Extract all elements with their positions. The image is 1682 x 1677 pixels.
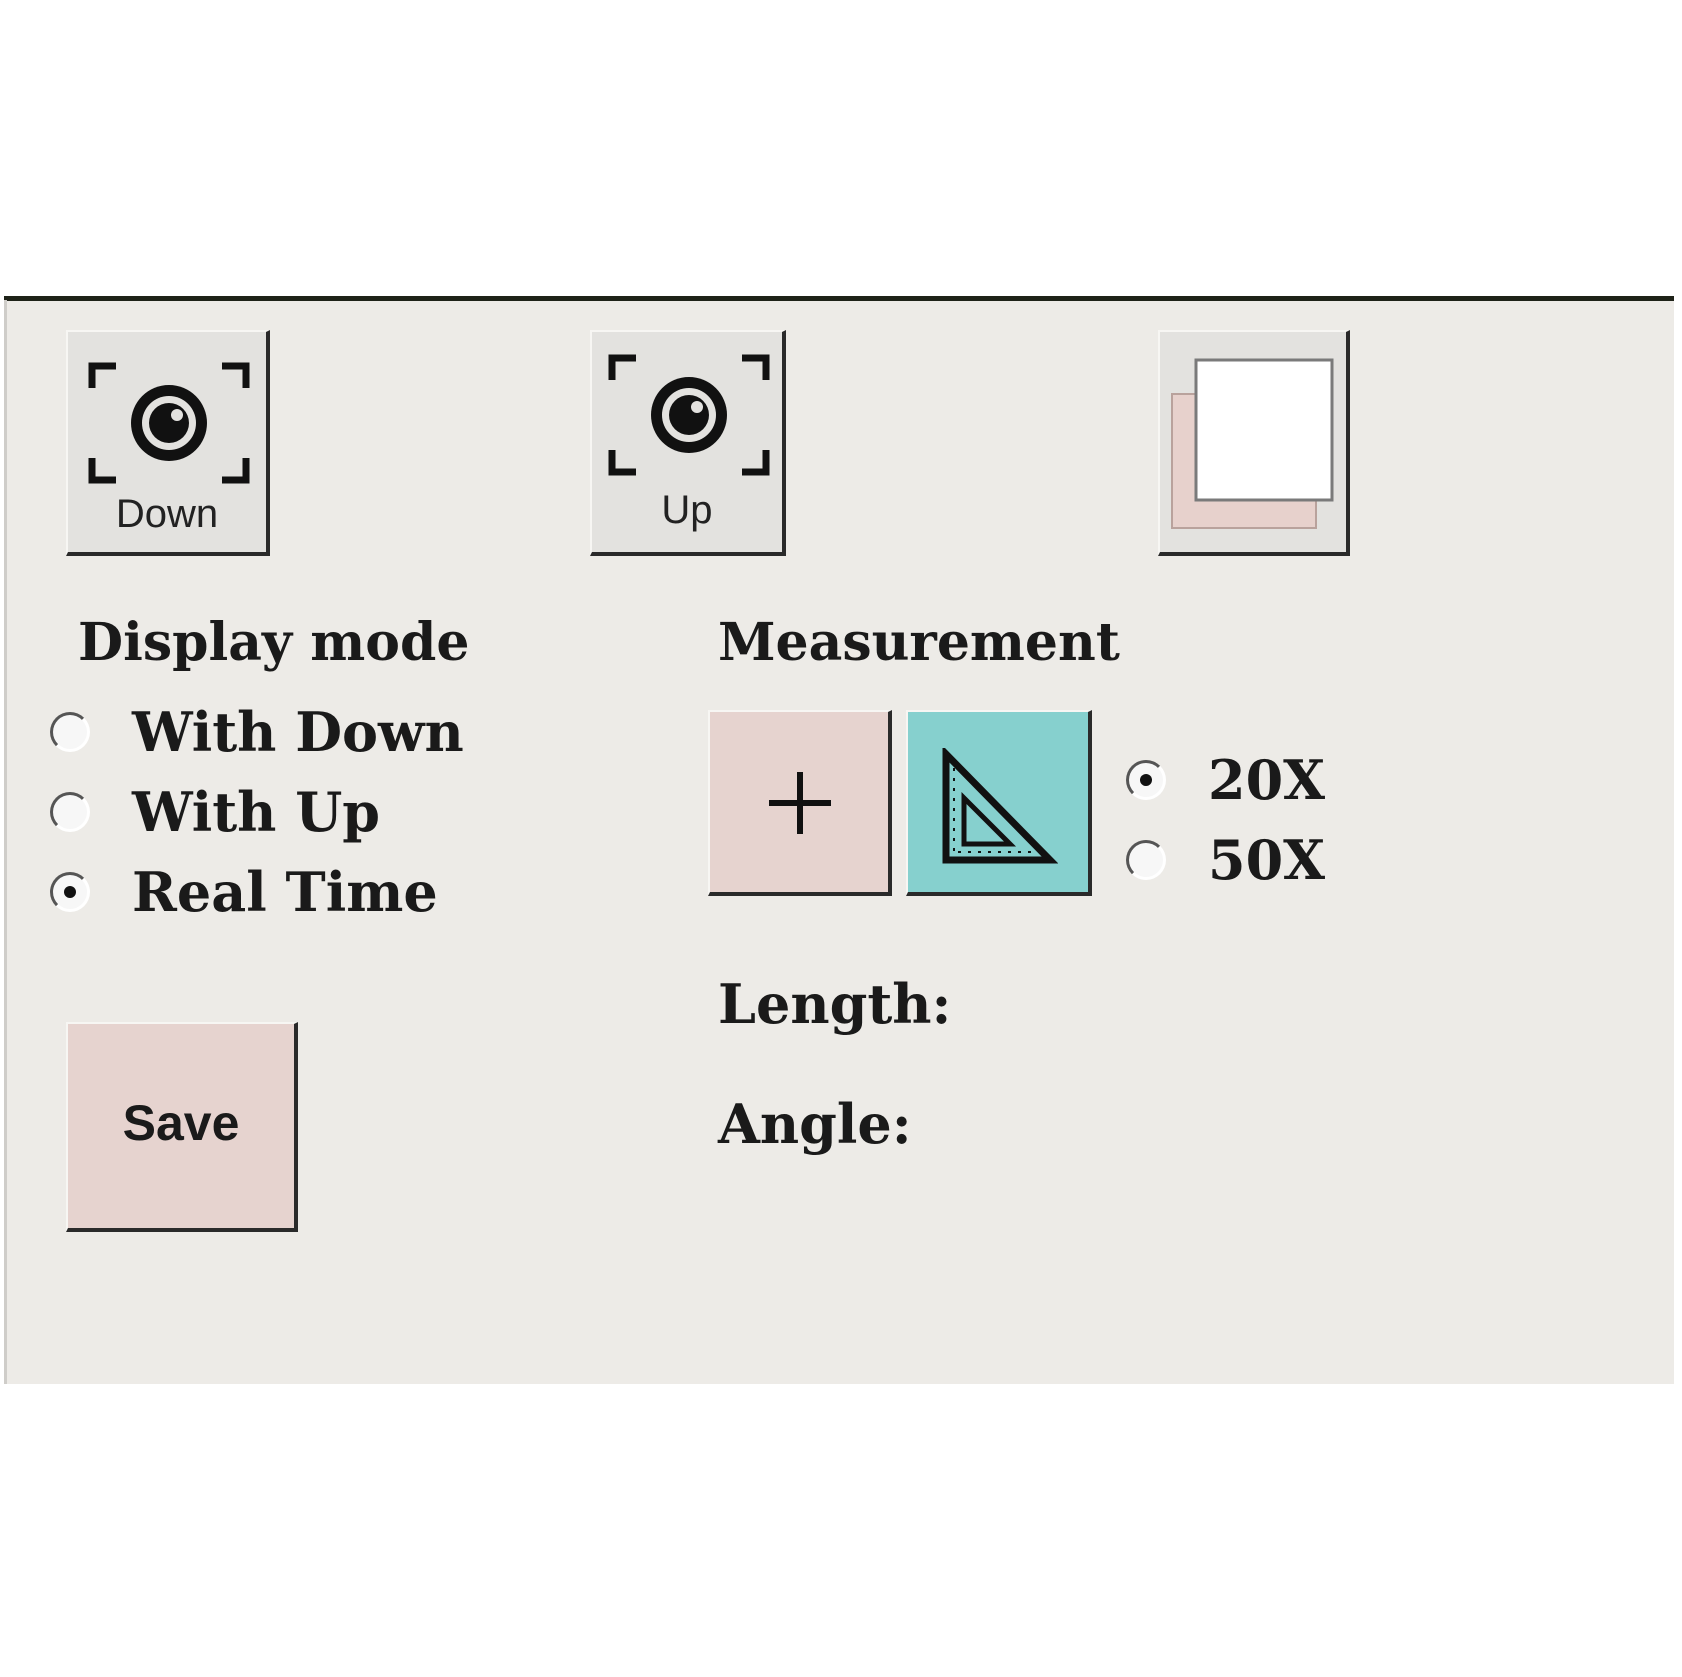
save-label: Save — [122, 1095, 240, 1151]
radio-50x[interactable]: 50X — [1126, 828, 1325, 892]
radio-label: 50X — [1208, 828, 1326, 892]
measure-tool-button[interactable] — [906, 710, 1092, 896]
camera-up-button[interactable]: Up — [590, 330, 786, 556]
save-button[interactable]: Save — [66, 1022, 298, 1232]
radio-label: With Down — [132, 700, 464, 764]
radio-real-time[interactable]: Real Time — [50, 860, 438, 924]
camera-capture-icon — [608, 354, 770, 476]
radio-button[interactable] — [1126, 840, 1166, 880]
plus-icon — [769, 772, 831, 834]
radio-button-checked[interactable] — [50, 872, 90, 912]
radio-button[interactable] — [50, 712, 90, 752]
display-mode-heading: Display mode — [78, 612, 470, 673]
radio-label: With Up — [132, 780, 381, 844]
radio-with-down[interactable]: With Down — [50, 700, 464, 764]
radio-label: Real Time — [132, 860, 438, 924]
overlay-button[interactable] — [1158, 330, 1350, 556]
radio-20x[interactable]: 20X — [1126, 748, 1325, 812]
angle-label: Angle: — [718, 1092, 912, 1156]
camera-capture-icon — [88, 362, 250, 484]
set-square-icon — [942, 748, 1058, 864]
measurement-heading: Measurement — [718, 612, 1120, 673]
camera-down-label: Down — [115, 492, 219, 536]
panel-edge — [4, 300, 7, 1384]
radio-button-checked[interactable] — [1126, 760, 1166, 800]
camera-down-button[interactable]: Down — [66, 330, 270, 556]
overlay-icon — [1171, 358, 1334, 529]
radio-label: 20X — [1208, 748, 1326, 812]
radio-button[interactable] — [50, 792, 90, 832]
camera-up-label: Up — [661, 488, 713, 532]
length-label: Length: — [718, 972, 952, 1036]
add-point-button[interactable] — [708, 710, 892, 896]
radio-with-up[interactable]: With Up — [50, 780, 380, 844]
